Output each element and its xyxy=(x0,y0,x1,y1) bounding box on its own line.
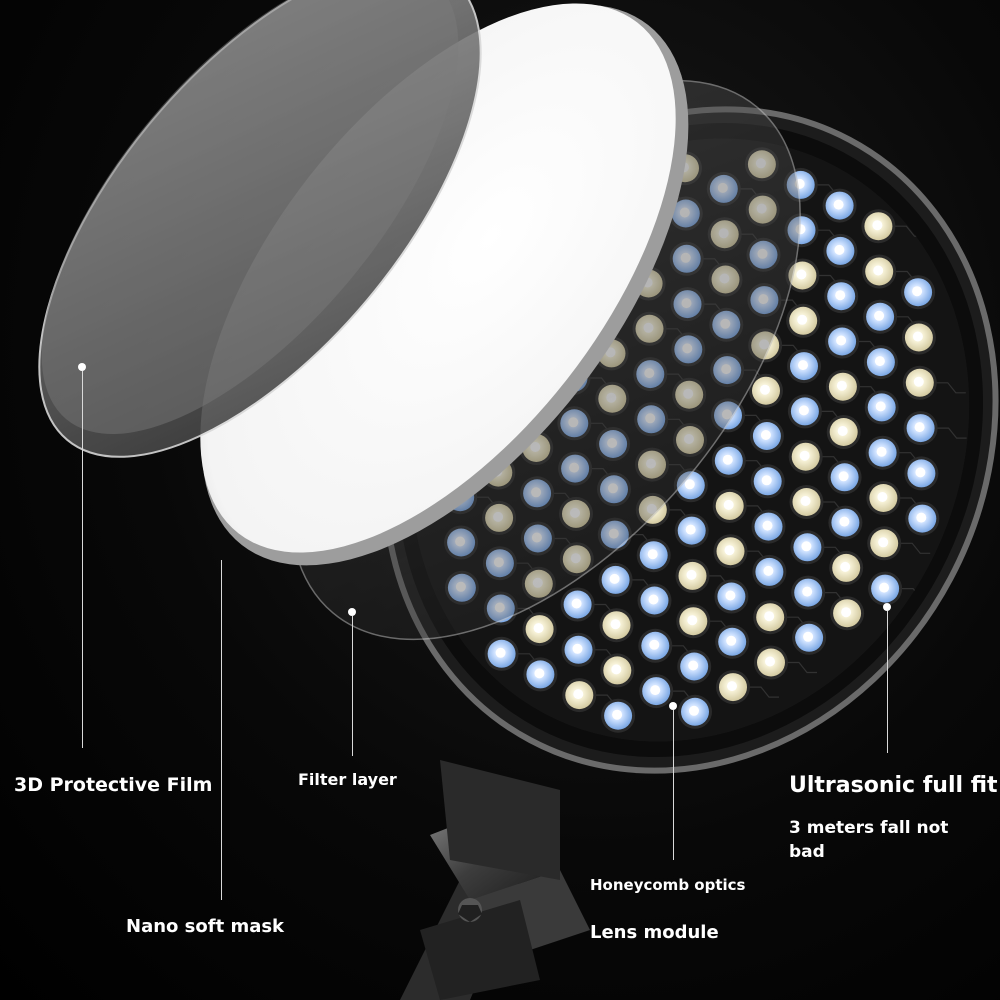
circuit-trace xyxy=(898,542,931,554)
led-cool xyxy=(674,513,709,548)
protective-film-disk xyxy=(38,0,482,458)
led-cool xyxy=(901,275,936,310)
led-cool xyxy=(904,456,939,491)
film-leader-line xyxy=(82,371,83,748)
led-cool xyxy=(638,628,673,663)
led-cool xyxy=(750,464,785,499)
led-warm xyxy=(902,365,937,400)
led-warm xyxy=(562,678,597,713)
led-cool xyxy=(751,509,786,544)
led-cool xyxy=(823,233,858,268)
optics-leader-line xyxy=(673,710,674,860)
led-cool xyxy=(868,571,903,606)
led-cool xyxy=(715,624,750,659)
led-cool xyxy=(636,538,671,573)
circuit-trace xyxy=(785,661,817,674)
led-cool xyxy=(824,279,859,314)
circuit-trace xyxy=(747,686,779,698)
led-warm xyxy=(716,670,750,705)
led-cool xyxy=(792,620,827,655)
led-cool xyxy=(639,674,674,709)
led-warm xyxy=(749,373,783,408)
led-cool xyxy=(790,530,825,565)
label-filter-layer: Filter layer xyxy=(298,770,397,789)
mask-leader-line xyxy=(221,560,222,900)
led-cool xyxy=(828,505,863,540)
led-warm xyxy=(789,485,824,519)
led-warm xyxy=(829,550,864,585)
led-cool xyxy=(714,579,749,614)
led-warm xyxy=(788,439,823,474)
bracket-arm xyxy=(400,760,590,1000)
optics-marker-dot xyxy=(669,702,677,710)
led-cool xyxy=(637,583,672,618)
led-cool xyxy=(825,324,860,359)
label-nano-mask: Nano soft mask xyxy=(126,916,285,937)
led-warm xyxy=(826,415,861,449)
led-warm xyxy=(825,369,860,404)
label-fall-line-2: bad xyxy=(789,842,825,862)
ultrasonic-marker-dot xyxy=(883,603,891,611)
led-cool xyxy=(711,443,746,478)
led-warm xyxy=(599,608,634,643)
led-warm xyxy=(675,558,710,593)
filter-marker-dot xyxy=(348,608,356,616)
led-cool xyxy=(561,632,596,667)
led-cool xyxy=(560,587,595,622)
film-marker-dot xyxy=(78,363,86,371)
led-warm xyxy=(676,604,711,639)
led-cool xyxy=(749,419,784,453)
led-warm xyxy=(861,209,896,244)
label-protective-film: 3D Protective Film xyxy=(14,774,213,796)
led-cool xyxy=(905,501,940,536)
led-cool xyxy=(903,411,938,446)
led-cool xyxy=(787,349,821,384)
led-cool xyxy=(827,460,862,495)
circuit-trace xyxy=(933,382,966,394)
led-warm xyxy=(754,645,788,680)
led-cool xyxy=(601,698,636,733)
led-warm xyxy=(830,596,865,631)
led-cool xyxy=(864,390,899,425)
led-warm xyxy=(713,534,748,569)
led-warm xyxy=(867,526,902,561)
led-cool xyxy=(752,554,787,589)
label-lens-module: Lens module xyxy=(590,922,719,943)
led-warm xyxy=(866,481,901,515)
led-cool xyxy=(484,636,519,671)
led-cool xyxy=(863,299,898,334)
filter-leader-line xyxy=(352,616,353,756)
led-warm xyxy=(862,254,897,289)
label-ultrasonic-fit: Ultrasonic full fit xyxy=(789,773,998,798)
led-warm xyxy=(522,612,557,647)
label-honeycomb-optics: Honeycomb optics xyxy=(590,876,746,894)
led-cool xyxy=(865,435,900,470)
led-warm xyxy=(600,653,635,688)
led-cool xyxy=(787,394,822,429)
led-cool xyxy=(678,694,712,729)
ultrasonic-leader-line xyxy=(887,611,888,753)
led-warm xyxy=(712,488,747,523)
led-cool xyxy=(822,188,857,223)
led-warm xyxy=(786,303,821,338)
led-cool xyxy=(791,575,826,610)
led-warm xyxy=(753,600,788,635)
led-warm xyxy=(901,320,936,355)
label-fall-line-1: 3 meters fall not xyxy=(789,818,949,838)
led-cool xyxy=(523,657,558,692)
led-cool xyxy=(598,562,633,597)
led-cool xyxy=(863,345,898,380)
led-cool xyxy=(677,649,712,684)
circuit-trace xyxy=(934,427,967,439)
